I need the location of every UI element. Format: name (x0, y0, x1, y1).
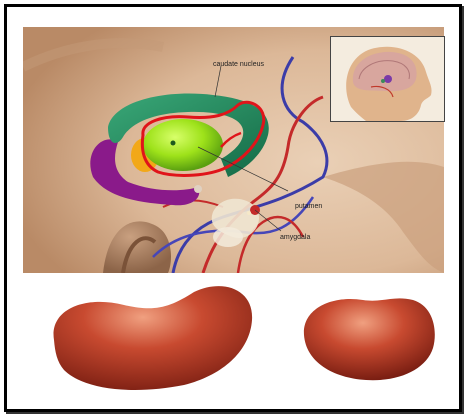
head-inset-image (330, 36, 445, 122)
putamen-label: putamen (295, 203, 322, 210)
small-kidney-shape (298, 290, 440, 385)
large-kidney-shape (44, 280, 259, 395)
caudate-nucleus-label: caudate nucleus (213, 61, 264, 68)
amygdala-label: amygdala (280, 234, 310, 241)
